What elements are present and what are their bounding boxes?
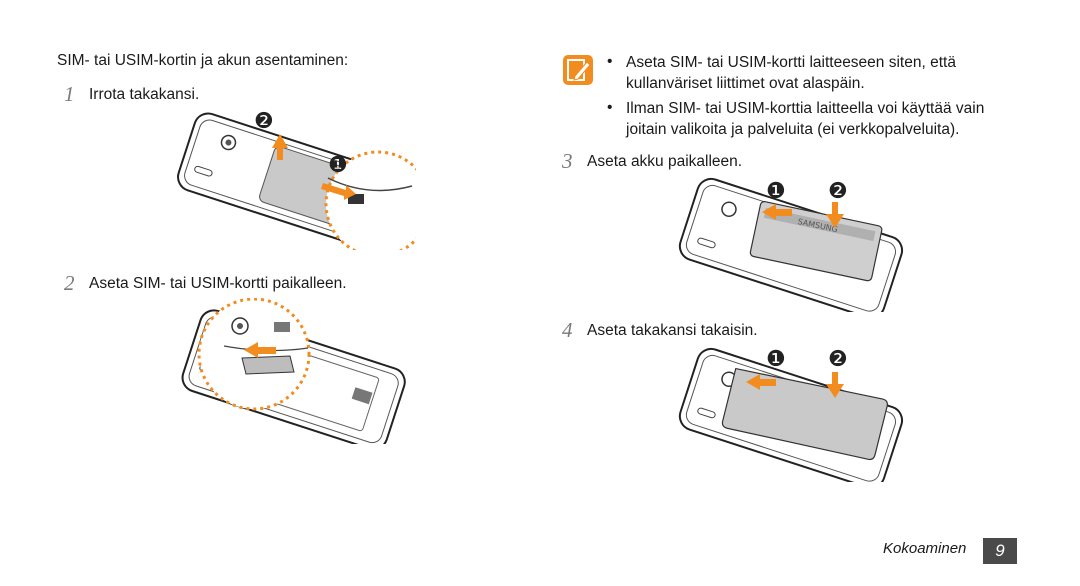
note-bullet-2-line-2: joitain valikoita ja palveluita (ei verk… <box>626 121 960 138</box>
callout-1: ❶ <box>766 179 786 204</box>
step-4-number: 4 <box>562 318 573 342</box>
step-3-number: 3 <box>562 149 573 173</box>
step-3-text: Aseta akku paikalleen. <box>587 153 743 170</box>
step-2-number: 2 <box>64 271 75 295</box>
step-4-text: Aseta takakansi takaisin. <box>587 322 758 339</box>
callout-1: ❶ <box>328 153 348 178</box>
step-1-text: Irrota takakansi. <box>89 86 200 103</box>
note-bullet-1-line-2: kullanväriset liittimet ovat alaspäin. <box>626 75 865 92</box>
callout-2: ❷ <box>828 179 848 204</box>
step-1-number: 1 <box>64 82 75 106</box>
note-bullet-2-line-1: Ilman SIM- tai USIM-korttia laitteella v… <box>626 100 985 117</box>
figure-insert-sim <box>181 298 406 444</box>
footer-section-label: Kokoaminen <box>883 540 967 557</box>
callout-2: ❷ <box>254 109 274 134</box>
figure-insert-battery: SAMSUNG ❶ ❷ <box>678 177 904 312</box>
note-pencil-icon <box>562 54 594 91</box>
section-heading: SIM- tai USIM-kortin ja akun asentaminen… <box>57 52 349 69</box>
callout-2: ❷ <box>828 347 848 372</box>
note-bullet-1-line-1: Aseta SIM- tai USIM-kortti laitteeseen s… <box>626 54 956 71</box>
bullet-dot: • <box>607 53 613 70</box>
page-number-badge: 9 <box>983 538 1017 564</box>
bullet-dot: • <box>607 99 613 116</box>
figure-replace-cover: ❶ ❷ <box>678 347 904 482</box>
step-2-text: Aseta SIM- tai USIM-kortti paikalleen. <box>89 275 347 292</box>
figure-remove-cover: ❷ ❶ <box>177 109 416 250</box>
callout-1: ❶ <box>766 347 786 372</box>
